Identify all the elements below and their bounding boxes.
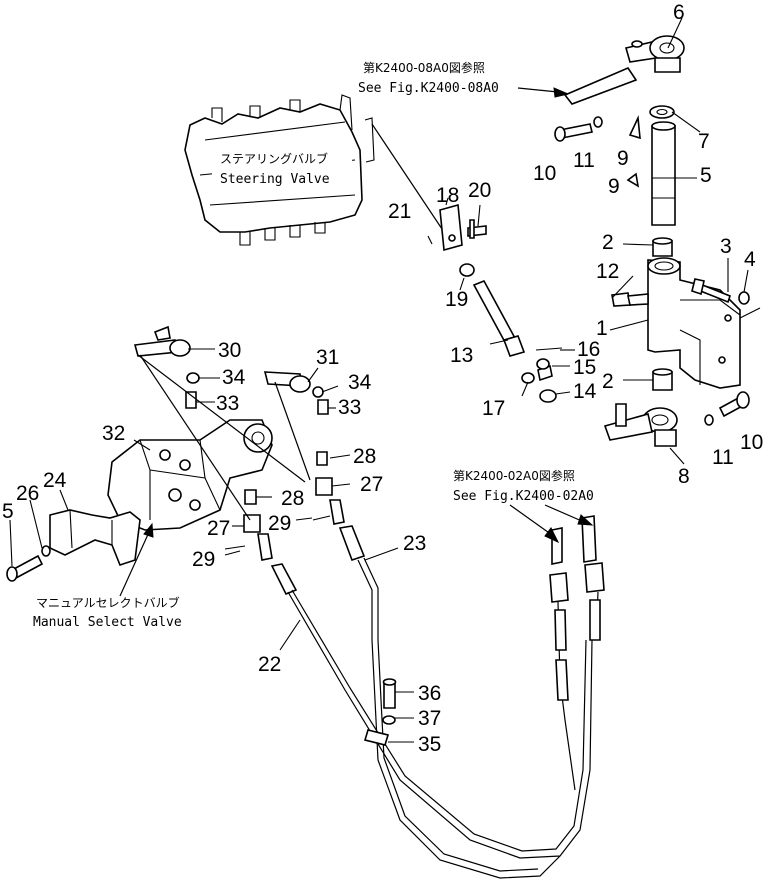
reference-upper-en: See Fig.K2400-08A0 — [358, 81, 499, 96]
part-numbers: 6 7 5 9 9 10 11 2 3 4 12 1 2 8 11 10 18 … — [2, 1, 763, 756]
control-cables — [257, 499, 605, 879]
part-number-20: 20 — [468, 179, 491, 202]
part-number-16: 16 — [577, 338, 600, 361]
part-number-6: 6 — [673, 1, 685, 24]
steering-valve-label-en: Steering Valve — [220, 172, 330, 187]
reference-lower-jp: 第K2400-02A0図参照 — [453, 468, 575, 483]
part-number-31: 31 — [316, 346, 339, 369]
part-number-1: 1 — [596, 317, 608, 340]
reference-upper: 第K2400-08A0図参照 See Fig.K2400-08A0 — [358, 60, 570, 98]
part-number-27b: 27 — [207, 517, 230, 540]
part-number-36: 36 — [418, 682, 441, 705]
part-number-15: 15 — [573, 356, 596, 379]
part-number-37: 37 — [418, 707, 441, 730]
reference-lower-en: See Fig.K2400-02A0 — [453, 489, 594, 504]
reference-upper-jp: 第K2400-08A0図参照 — [363, 60, 485, 75]
part-number-18: 18 — [436, 184, 459, 207]
part-number-5: 5 — [700, 164, 712, 187]
part-number-29b: 29 — [268, 512, 291, 535]
lever-assembly — [554, 35, 761, 447]
part-number-22: 22 — [258, 653, 281, 676]
part-number-12: 12 — [596, 260, 619, 283]
part-number-28b: 28 — [281, 487, 304, 510]
part-number-4: 4 — [744, 248, 756, 271]
leader-line — [274, 381, 311, 481]
part-number-21: 21 — [388, 200, 411, 223]
part-number-28a: 28 — [353, 445, 376, 468]
part-number-10a: 10 — [533, 162, 556, 185]
part-number-3: 3 — [720, 235, 732, 258]
leader-line — [139, 354, 251, 521]
part-number-14: 14 — [573, 380, 597, 403]
steering-valve: ステアリングバルブ Steering Valve — [184, 94, 375, 246]
callout-leaders — [9, 17, 749, 743]
leader-line — [371, 123, 445, 233]
manual-select-valve-label-en: Manual Select Valve — [33, 615, 182, 630]
part-number-26: 26 — [16, 482, 39, 505]
part-number-11a: 11 — [573, 149, 595, 172]
part-number-11b: 11 — [712, 446, 734, 469]
part-number-13: 13 — [450, 344, 473, 367]
part-number-9a: 9 — [617, 147, 629, 170]
part-number-27a: 27 — [360, 473, 383, 496]
link-rod — [563, 67, 638, 105]
part-number-34b: 34 — [348, 371, 372, 394]
part-number-2a: 2 — [602, 231, 614, 254]
part-number-10b: 10 — [740, 431, 763, 454]
part-number-5b: 5 — [2, 500, 14, 523]
part-number-23: 23 — [403, 532, 426, 555]
part-number-17: 17 — [482, 397, 505, 420]
part-number-33b: 33 — [338, 396, 361, 419]
manual-select-valve-label-jp: マニュアルセレクトバルブ — [36, 595, 180, 610]
part-number-30: 30 — [218, 339, 241, 362]
part-number-2b: 2 — [602, 370, 614, 393]
part-number-32: 32 — [102, 422, 125, 445]
part-number-24: 24 — [43, 469, 67, 492]
leader-line — [137, 354, 306, 483]
steering-valve-label-jp: ステアリングバルブ — [220, 151, 328, 166]
part-number-34a: 34 — [222, 366, 246, 389]
part-number-9b: 9 — [608, 175, 620, 198]
manual-select-valve: マニュアルセレクトバルブ Manual Select Valve — [6, 325, 333, 631]
reference-lower: 第K2400-02A0図参照 See Fig.K2400-02A0 — [453, 468, 594, 544]
part-number-35: 35 — [418, 733, 441, 756]
part-number-8: 8 — [678, 465, 690, 488]
part-number-29a: 29 — [192, 548, 215, 571]
part-number-33a: 33 — [216, 392, 239, 415]
part-number-19: 19 — [445, 288, 468, 311]
cable-end-linkage — [427, 203, 563, 403]
part-number-7: 7 — [698, 130, 710, 153]
